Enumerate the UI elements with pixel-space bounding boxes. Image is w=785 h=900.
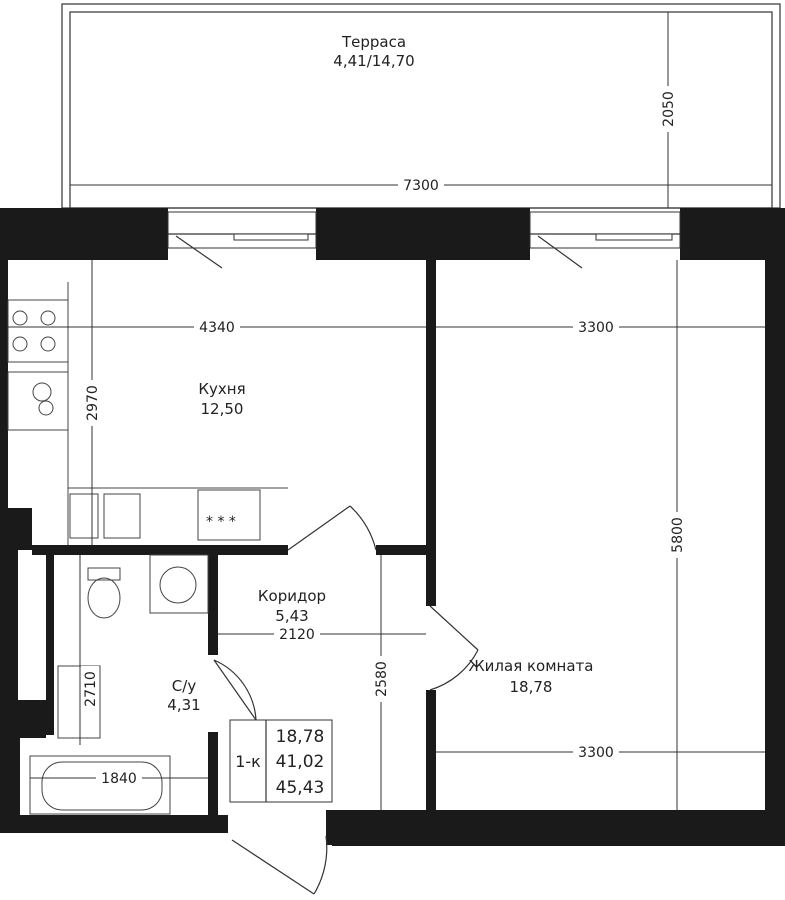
living-door [429,605,479,691]
dim-terrace-depth: 2050 [661,91,677,127]
bathroom-fixtures [29,554,257,815]
svg-text:* * *: * * * [206,514,236,530]
bathroom-area: 4,31 [167,696,200,714]
corridor-area: 5,43 [275,607,308,625]
dim-corridor-depth: 2580 [374,661,390,697]
kitchen-area: 12,50 [201,400,244,418]
summary-living-area: 18,78 [276,727,325,747]
summary-usable-area: 41,02 [276,752,325,772]
dimension-labels: 7300 2050 4340 2970 3300 3300 5800 2120 … [81,86,686,787]
summary-total-area: 45,43 [276,778,325,798]
dim-living-depth: 5800 [670,517,686,553]
entrance-door [231,835,328,895]
dim-living-width-bottom: 3300 [578,745,614,761]
dim-terrace-width: 7300 [403,178,439,194]
terrace-name: Терраса [341,33,406,51]
apartment-type: 1-к [235,752,261,771]
area-summary: 1-к 18,78 41,02 45,43 [229,719,333,803]
dim-kitchen-width: 4340 [199,320,235,336]
dim-bath-width: 1840 [101,771,137,787]
dim-bath-depth: 2710 [83,671,99,707]
kitchen-name: Кухня [198,380,245,398]
dim-living-width-top: 3300 [578,320,614,336]
terrace-area: 4,41/14,70 [333,52,414,70]
kitchen-fixtures: * * * [7,282,377,551]
living-name: Жилая комната [469,657,594,675]
windows [167,211,681,269]
dim-kitchen-depth: 2970 [85,385,101,421]
corridor-name: Коридор [258,587,326,605]
living-area: 18,78 [510,678,553,696]
walls [0,208,785,846]
dim-corridor-width: 2120 [279,627,315,643]
bathroom-name: С/у [172,677,197,695]
